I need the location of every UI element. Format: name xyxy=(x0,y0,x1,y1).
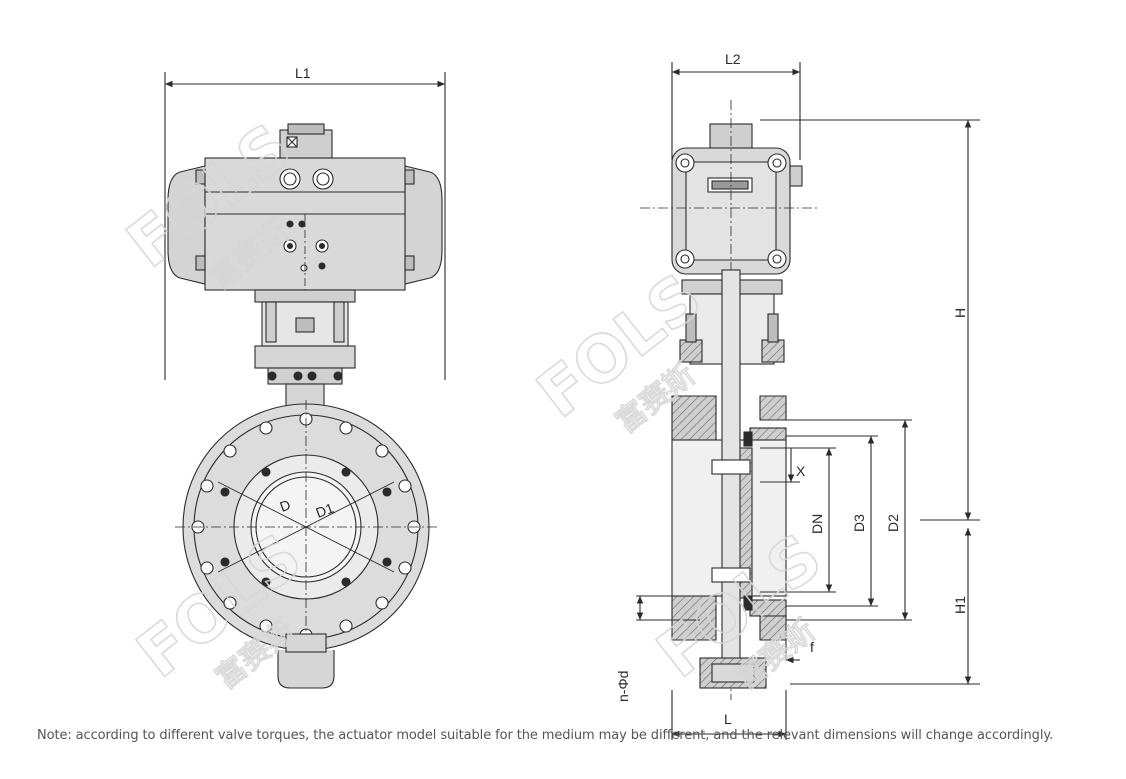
label-x: X xyxy=(796,463,806,479)
dim-l1 xyxy=(164,72,446,380)
side-view xyxy=(636,62,980,740)
footnote: Note: according to different valve torqu… xyxy=(37,728,1054,743)
actuator-left-cap xyxy=(167,165,206,285)
bolt-holes xyxy=(191,412,421,642)
label-l2: L2 xyxy=(725,51,741,67)
front-view xyxy=(164,72,446,689)
label-holes: n-Φd xyxy=(615,671,631,702)
label-f: f xyxy=(810,639,814,655)
label-h: H xyxy=(952,308,968,318)
actuator-right-cap xyxy=(404,165,443,285)
label-dn: DN xyxy=(809,514,825,534)
label-d3: D3 xyxy=(851,514,867,532)
air-port-icon xyxy=(312,168,334,190)
label-h1: H1 xyxy=(952,596,968,614)
air-port-icon xyxy=(279,168,301,190)
mounting-bracket xyxy=(254,289,356,303)
label-l: L xyxy=(724,711,732,727)
label-d1: D1 xyxy=(314,500,336,521)
label-l1: L1 xyxy=(295,65,311,81)
label-d2: D2 xyxy=(885,514,901,532)
